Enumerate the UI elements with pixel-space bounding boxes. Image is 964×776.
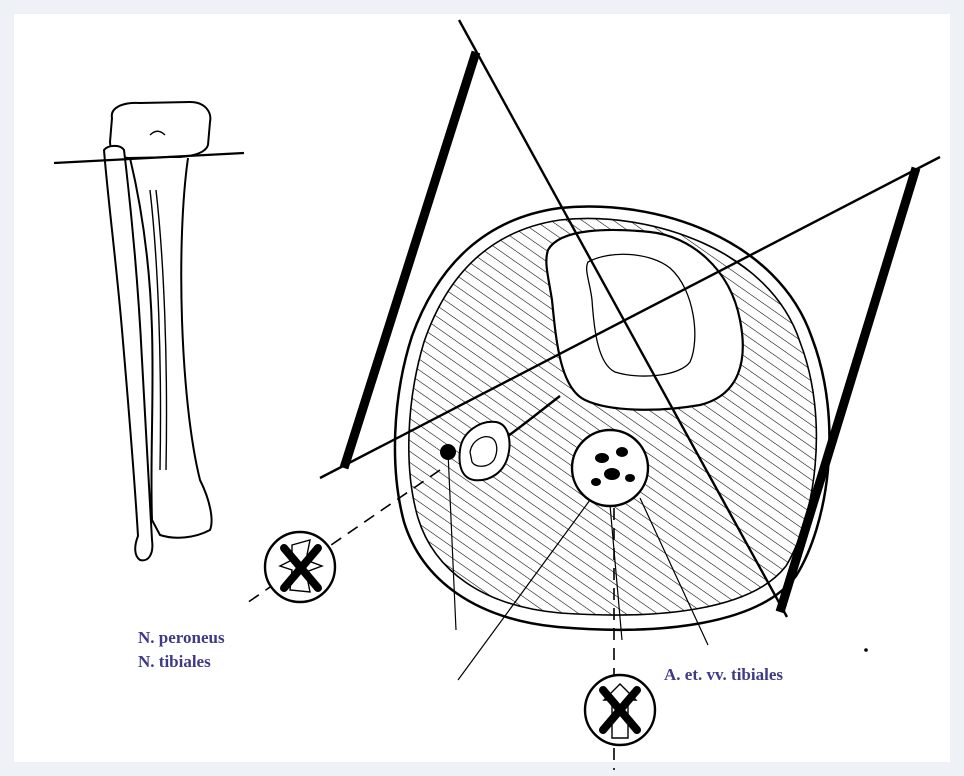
label-vessels: A. et. vv. tibiales (664, 664, 783, 686)
tibial-plateau (110, 102, 210, 158)
leg-cross-section (395, 207, 829, 630)
label-nerve-tibiales: N. tibiales (138, 651, 211, 673)
stray-dot (864, 648, 868, 652)
cross-in-circle-icon (265, 532, 335, 602)
label-nerve-peroneus: N. peroneus (138, 627, 225, 649)
cross-in-circle-icon (585, 675, 655, 745)
vessel-bundle (572, 430, 648, 506)
